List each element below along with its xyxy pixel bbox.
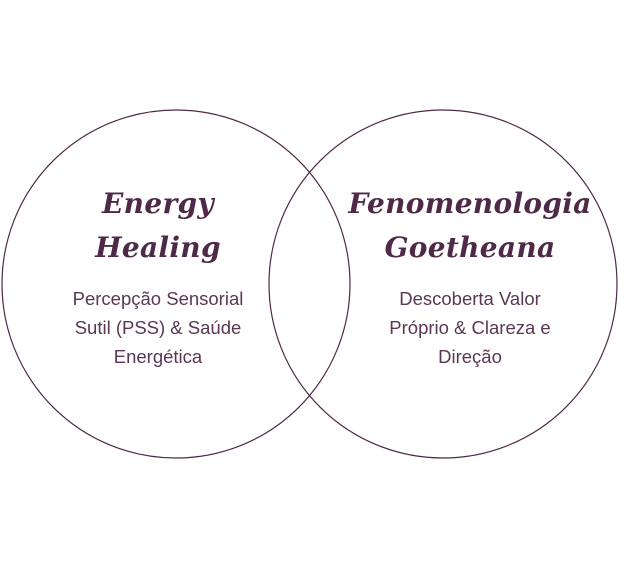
circle-left-description-line: Sutil (PSS) & Saúde	[74, 317, 242, 338]
circle-right-description: Descoberta Valor Próprio & Clareza e Dir…	[330, 284, 610, 371]
circle-right-description-line: Direção	[438, 346, 502, 367]
circle-right-title: Fenomenologia Goetheana	[330, 182, 610, 270]
circle-right	[268, 109, 618, 459]
circle-left-title-line: Energy	[102, 187, 214, 220]
circle-left-title-line: Healing	[95, 231, 221, 264]
circle-left	[1, 109, 351, 459]
circle-left-description-line: Percepção Sensorial	[72, 288, 244, 309]
circle-right-title-line: Fenomenologia	[348, 187, 592, 220]
circle-left-title: Energy Healing	[20, 182, 296, 270]
circle-right-description-line: Próprio & Clareza e	[389, 317, 551, 338]
circle-right-description-line: Descoberta Valor	[399, 288, 541, 309]
circle-right-label: Fenomenologia Goetheana Descoberta Valor…	[330, 182, 610, 371]
circle-right-title-line: Goetheana	[384, 231, 556, 264]
circle-left-label: Energy Healing Percepção Sensorial Sutil…	[20, 182, 296, 371]
circle-left-description: Percepção Sensorial Sutil (PSS) & Saúde …	[20, 284, 296, 371]
circle-left-description-line: Energética	[113, 346, 203, 367]
